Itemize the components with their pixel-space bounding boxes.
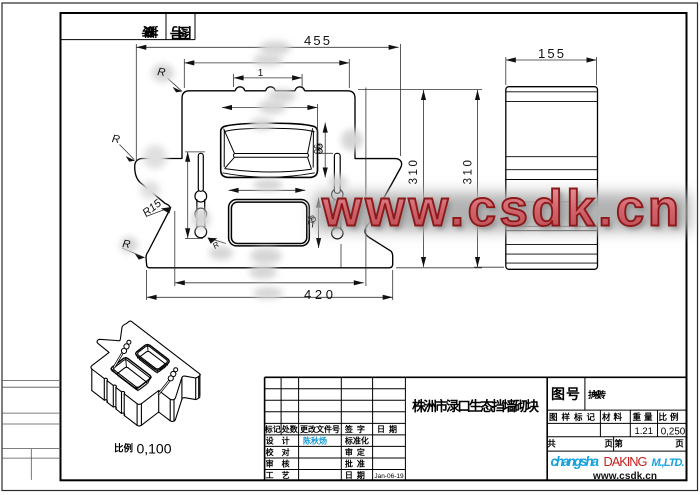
svg-text:比例: 比例 <box>114 443 133 455</box>
svg-text:R: R <box>122 238 132 251</box>
svg-text:重量: 重量 <box>632 412 655 422</box>
svg-text:签字: 签字 <box>344 424 369 434</box>
svg-text:R: R <box>111 133 121 146</box>
svg-text:www.csdk.cn: www.csdk.cn <box>324 183 682 240</box>
svg-text:R: R <box>211 240 221 251</box>
svg-text:www.csdk.cn: www.csdk.cn <box>592 471 657 482</box>
svg-text:标准化: 标准化 <box>344 436 369 446</box>
svg-text:第: 第 <box>614 439 623 449</box>
svg-text:0,100: 0,100 <box>137 441 172 457</box>
svg-text:1.21: 1.21 <box>635 426 654 437</box>
svg-text:M.,LTD.: M.,LTD. <box>652 457 685 469</box>
svg-text:R: R <box>157 66 167 79</box>
svg-text:材料: 材料 <box>601 412 625 422</box>
svg-text:比例: 比例 <box>658 412 681 422</box>
svg-text:图号: 图号 <box>551 386 581 402</box>
svg-text:页: 页 <box>604 439 613 449</box>
svg-text:工艺: 工艺 <box>266 470 298 480</box>
svg-text:1: 1 <box>258 68 264 79</box>
svg-text:审定: 审定 <box>345 447 369 457</box>
svg-text:处数: 处数 <box>281 424 299 434</box>
svg-text:审核: 审核 <box>266 459 298 469</box>
svg-text:图样标记: 图样标记 <box>549 412 599 422</box>
svg-text:共: 共 <box>547 439 556 449</box>
svg-text:页: 页 <box>675 439 684 449</box>
svg-text:changsha: changsha <box>551 454 600 469</box>
svg-text:310: 310 <box>408 158 420 185</box>
svg-text:96: 96 <box>313 144 323 154</box>
svg-text:图号: 图号 <box>170 25 192 41</box>
svg-text:标记: 标记 <box>264 424 281 434</box>
svg-text:株洲市渌口生态挡墙砌块: 株洲市渌口生态挡墙砌块 <box>412 398 540 414</box>
svg-text:420: 420 <box>304 287 333 302</box>
svg-text:更改文件号: 更改文件号 <box>300 424 340 434</box>
svg-text:校对: 校对 <box>266 447 298 457</box>
svg-text:455: 455 <box>304 33 330 48</box>
svg-text:www.csdk.cn: www.csdk.cn <box>321 180 679 237</box>
svg-text:护坡砖: 护坡砖 <box>142 25 159 40</box>
svg-text:护坡砖: 护坡砖 <box>588 389 606 400</box>
svg-text:Jan-06-19: Jan-06-19 <box>374 473 404 480</box>
svg-text:DAKING: DAKING <box>604 454 648 469</box>
svg-text:设计: 设计 <box>266 436 298 446</box>
svg-text:批准: 批准 <box>345 459 369 469</box>
svg-text:0,250: 0,250 <box>661 427 686 438</box>
svg-text:155: 155 <box>538 46 564 61</box>
svg-text:78: 78 <box>307 215 317 225</box>
svg-text:日期: 日期 <box>377 424 401 434</box>
svg-text:日期: 日期 <box>345 470 369 480</box>
svg-text:310: 310 <box>463 158 475 185</box>
svg-text:陈秋炀: 陈秋炀 <box>303 436 327 446</box>
